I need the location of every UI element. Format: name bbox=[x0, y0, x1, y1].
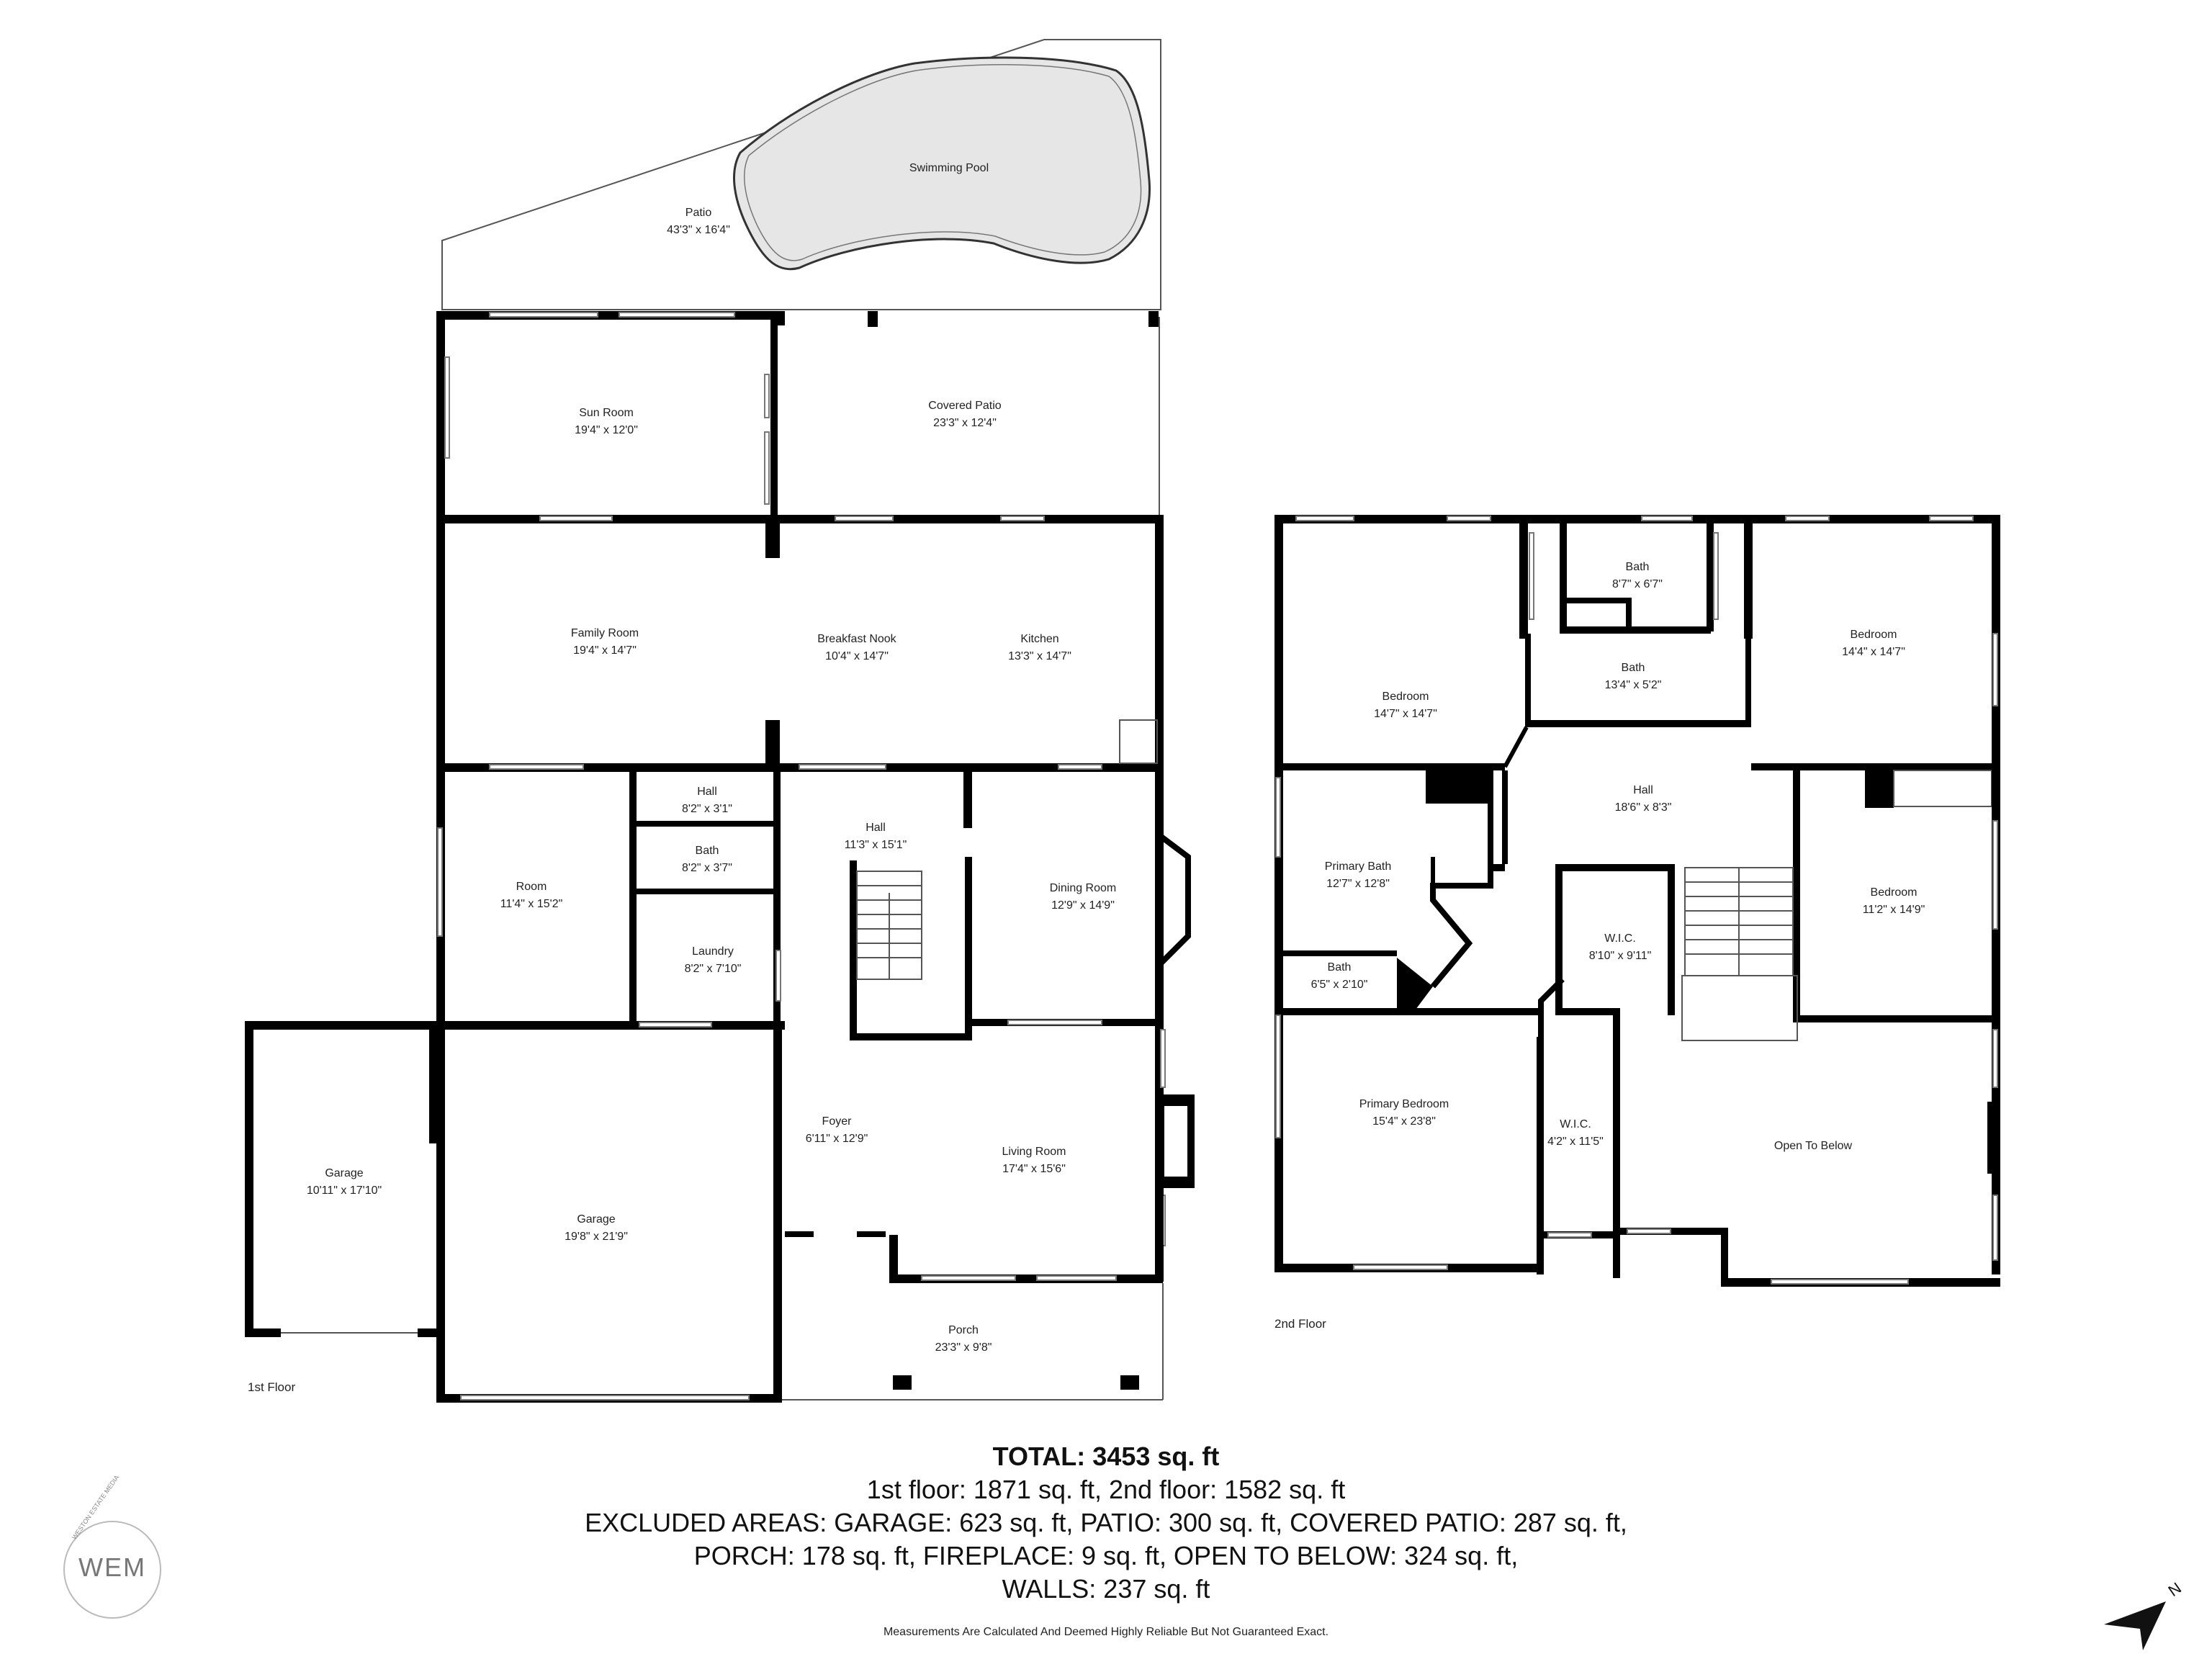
excluded-areas-2: PORCH: 178 sq. ft, FIREPLACE: 9 sq. ft, … bbox=[693, 1541, 1519, 1570]
room-dims: 14'4" x 14'7" bbox=[1842, 646, 1905, 658]
room-dims: 15'4" x 23'8" bbox=[1372, 1115, 1436, 1128]
room-name: Porch bbox=[948, 1324, 979, 1336]
compass-letter: N bbox=[2165, 1579, 2185, 1601]
room-name: Laundry bbox=[692, 945, 734, 958]
room-dims: 23'3" x 9'8" bbox=[935, 1341, 992, 1354]
area-summary: TOTAL: 3453 sq. ft 1st floor: 1871 sq. f… bbox=[386, 1440, 1826, 1606]
room-name: Bath bbox=[1622, 662, 1645, 674]
room-dims: 6'5" x 2'10" bbox=[1311, 979, 1368, 991]
room-name: Living Room bbox=[1002, 1146, 1066, 1158]
room-dims: 19'4" x 12'0" bbox=[575, 424, 638, 436]
room-dims: 10'4" x 14'7" bbox=[825, 650, 889, 662]
room-dims: 8'2" x 3'7" bbox=[682, 862, 732, 874]
room-name: Primary Bedroom bbox=[1359, 1098, 1449, 1110]
swimming-pool-shape bbox=[732, 56, 1151, 271]
room-dims: 11'3" x 15'1" bbox=[845, 839, 907, 851]
excluded-areas-1: EXCLUDED AREAS: GARAGE: 623 sq. ft, PATI… bbox=[585, 1508, 1627, 1537]
second-floor-label: 2nd Floor bbox=[1274, 1317, 1326, 1331]
room-name: Kitchen bbox=[1020, 633, 1058, 645]
room-name: Open To Below bbox=[1774, 1140, 1853, 1152]
room-dims: 23'3" x 12'4" bbox=[933, 417, 997, 429]
room-name: Family Room bbox=[571, 627, 639, 639]
room-name: W.I.C. bbox=[1604, 932, 1636, 945]
room-dims: 11'4" x 15'2" bbox=[500, 898, 563, 910]
room-name: Room bbox=[516, 881, 547, 893]
room-name: Garage bbox=[577, 1213, 615, 1226]
room-dims: 11'2" x 14'9" bbox=[1863, 904, 1925, 916]
walls-area: WALLS: 237 sq. ft bbox=[1002, 1574, 1210, 1604]
room-dims: 19'8" x 21'9" bbox=[565, 1231, 628, 1243]
room-name: Sun Room bbox=[579, 407, 634, 419]
room-dims: 13'4" x 5'2" bbox=[1605, 679, 1662, 691]
room-name: Breakfast Nook bbox=[817, 633, 896, 645]
room-name: W.I.C. bbox=[1560, 1118, 1591, 1130]
room-name: Hall bbox=[697, 786, 717, 798]
first-floor-label: 1st Floor bbox=[248, 1380, 295, 1394]
north-arrow-icon: N bbox=[2104, 1579, 2185, 1650]
total-area: TOTAL: 3453 sq. ft bbox=[992, 1442, 1220, 1471]
room-dims: 43'3" x 16'4" bbox=[667, 224, 730, 236]
room-name: Bedroom bbox=[1382, 691, 1429, 703]
room-name: Hall bbox=[866, 822, 886, 834]
room-name: Covered Patio bbox=[928, 400, 1001, 412]
room-name: Foyer bbox=[822, 1115, 853, 1128]
room-name: Bath bbox=[1328, 961, 1352, 974]
room-name: Garage bbox=[325, 1167, 363, 1179]
room-dims: 8'10" x 9'11" bbox=[1589, 950, 1652, 962]
room-name: Bath bbox=[696, 845, 719, 857]
room-name: Swimming Pool bbox=[909, 162, 989, 174]
swimming-pool-inner bbox=[744, 64, 1142, 261]
room-name: Dining Room bbox=[1050, 882, 1116, 894]
room-dims: 8'2" x 3'1" bbox=[682, 803, 732, 815]
room-name: Patio bbox=[685, 207, 712, 219]
room-dims: 14'7" x 14'7" bbox=[1374, 708, 1437, 720]
room-dims: 8'7" x 6'7" bbox=[1612, 578, 1663, 590]
room-name: Hall bbox=[1633, 784, 1653, 796]
disclaimer: Measurements Are Calculated And Deemed H… bbox=[883, 1626, 1329, 1638]
room-dims: 12'7" x 12'8" bbox=[1326, 878, 1390, 890]
room-dims: 13'3" x 14'7" bbox=[1008, 650, 1071, 662]
room-dims: 17'4" x 15'6" bbox=[1002, 1163, 1066, 1175]
room-dims: 12'9" x 14'9" bbox=[1051, 899, 1115, 912]
room-name: Primary Bath bbox=[1325, 860, 1391, 873]
room-dims: 19'4" x 14'7" bbox=[573, 644, 637, 657]
room-name: Bath bbox=[1626, 561, 1650, 573]
room-dims: 18'6" x 8'3" bbox=[1615, 801, 1672, 814]
room-name: Bedroom bbox=[1851, 629, 1897, 641]
room-dims: 4'2" x 11'5" bbox=[1547, 1136, 1604, 1148]
room-dims: 10'11" x 17'10" bbox=[307, 1184, 382, 1197]
room-dims: 8'2" x 7'10" bbox=[685, 963, 742, 975]
room-name: Bedroom bbox=[1871, 886, 1917, 899]
logo-mark: WEM bbox=[78, 1552, 146, 1582]
room-dims: 6'11" x 12'9" bbox=[806, 1133, 868, 1145]
second-floor-plan: Bath 8'7" x 6'7" Bedroom 14'7" x 14'7" B… bbox=[1274, 515, 2000, 1331]
first-floor-plan: Swimming Pool Patio 43'3" x 16'4" Sun Ro… bbox=[245, 39, 1195, 1403]
floor-areas: 1st floor: 1871 sq. ft, 2nd floor: 1582 … bbox=[866, 1475, 1346, 1504]
wem-logo: WESTON ESTATE MEDIA WEM bbox=[63, 1474, 161, 1619]
